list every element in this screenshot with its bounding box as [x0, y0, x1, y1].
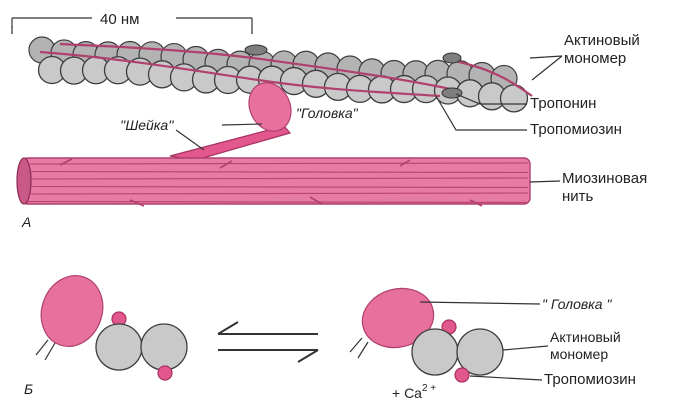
troponin — [442, 88, 462, 98]
label-troponin-a: Тропонин — [530, 95, 596, 112]
calcium-text: + Ca — [392, 385, 422, 401]
label-myosin-2: нить — [562, 188, 594, 205]
label-calcium: + Ca2 + — [392, 383, 436, 401]
troponin — [443, 53, 461, 63]
label-myosin-1: Миозиновая — [562, 170, 647, 187]
panel-a-letter: А — [21, 214, 31, 230]
label-tropomyosin-a: Тропомиозин — [530, 121, 622, 138]
label-actin-monomer-a1: Актиновый — [564, 32, 640, 49]
label-head-b: " Головка " — [542, 296, 612, 312]
label-actin-monomer-b2: мономер — [550, 346, 608, 362]
label-neck: ''Шейка'' — [120, 117, 175, 133]
panel-b-right: " Головка " Актиновый мономер Тропомиози… — [350, 281, 636, 401]
actin-monomer-b-left — [141, 324, 187, 370]
panel-b-left: Б — [24, 267, 187, 397]
actin-monomer-b-right — [412, 329, 458, 375]
troponin — [245, 45, 267, 55]
equilibrium-arrows — [218, 322, 318, 362]
label-head-a: "Головка" — [296, 105, 359, 121]
myosin-filament — [17, 158, 530, 206]
actin-monomer-b-left — [96, 324, 142, 370]
tropomyosin-dot — [455, 368, 469, 382]
panel-b-letter: Б — [24, 381, 33, 397]
scale-bar: 40 нм — [12, 11, 252, 34]
tropomyosin-dot — [158, 366, 172, 380]
calcium-sup: 2 + — [422, 383, 436, 394]
label-actin-monomer-a2: мономер — [564, 50, 626, 67]
scale-label: 40 нм — [100, 11, 139, 28]
label-tropomyosin-b: Тропомиозин — [544, 371, 636, 388]
label-actin-monomer-b1: Актиновый — [550, 329, 621, 345]
